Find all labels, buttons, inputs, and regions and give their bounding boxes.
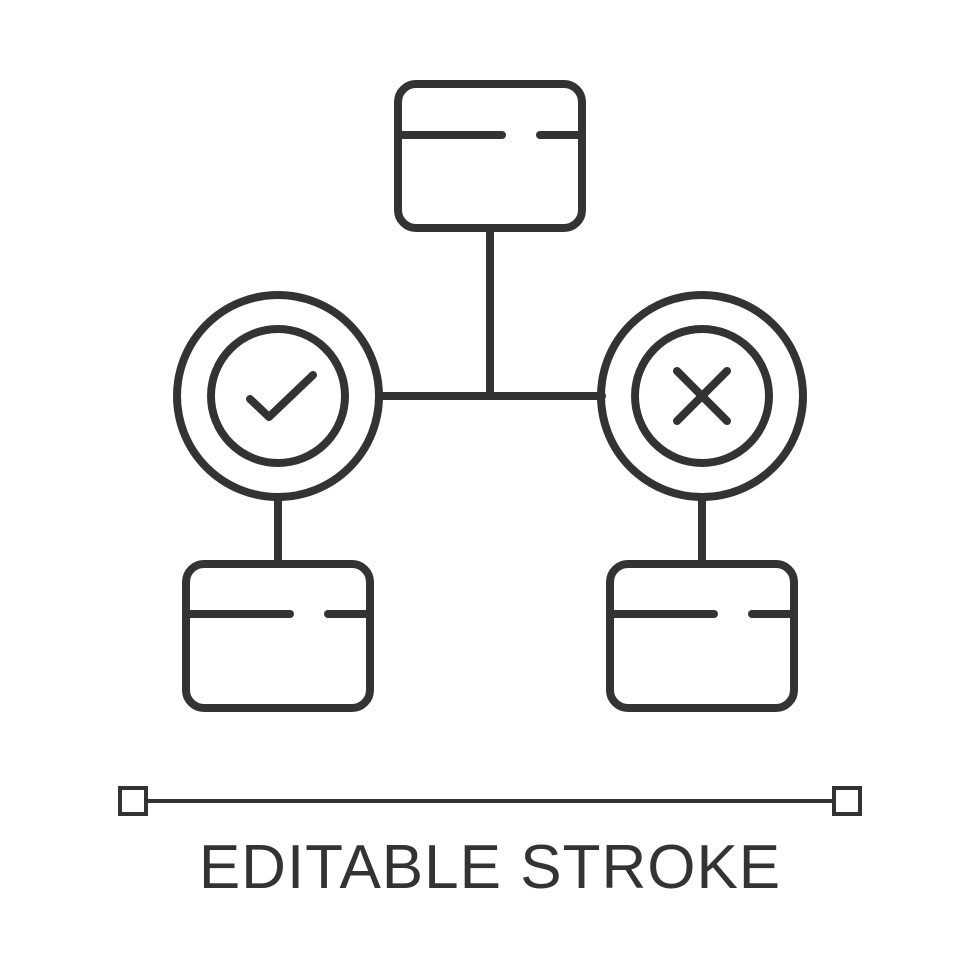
reject-node	[597, 291, 807, 501]
right-anchor-handle	[832, 786, 862, 816]
left-anchor-handle	[118, 786, 148, 816]
x-mark-icon	[673, 367, 731, 425]
editable-stroke-guide-icon	[118, 786, 862, 816]
top-card-icon	[394, 80, 586, 232]
checkmark-icon	[246, 371, 317, 421]
caption-text: EDITABLE STROKE	[198, 833, 782, 902]
approve-node	[173, 291, 383, 501]
right-card-icon	[606, 560, 798, 712]
left-card-icon	[182, 560, 374, 712]
connector-lines	[274, 226, 706, 564]
